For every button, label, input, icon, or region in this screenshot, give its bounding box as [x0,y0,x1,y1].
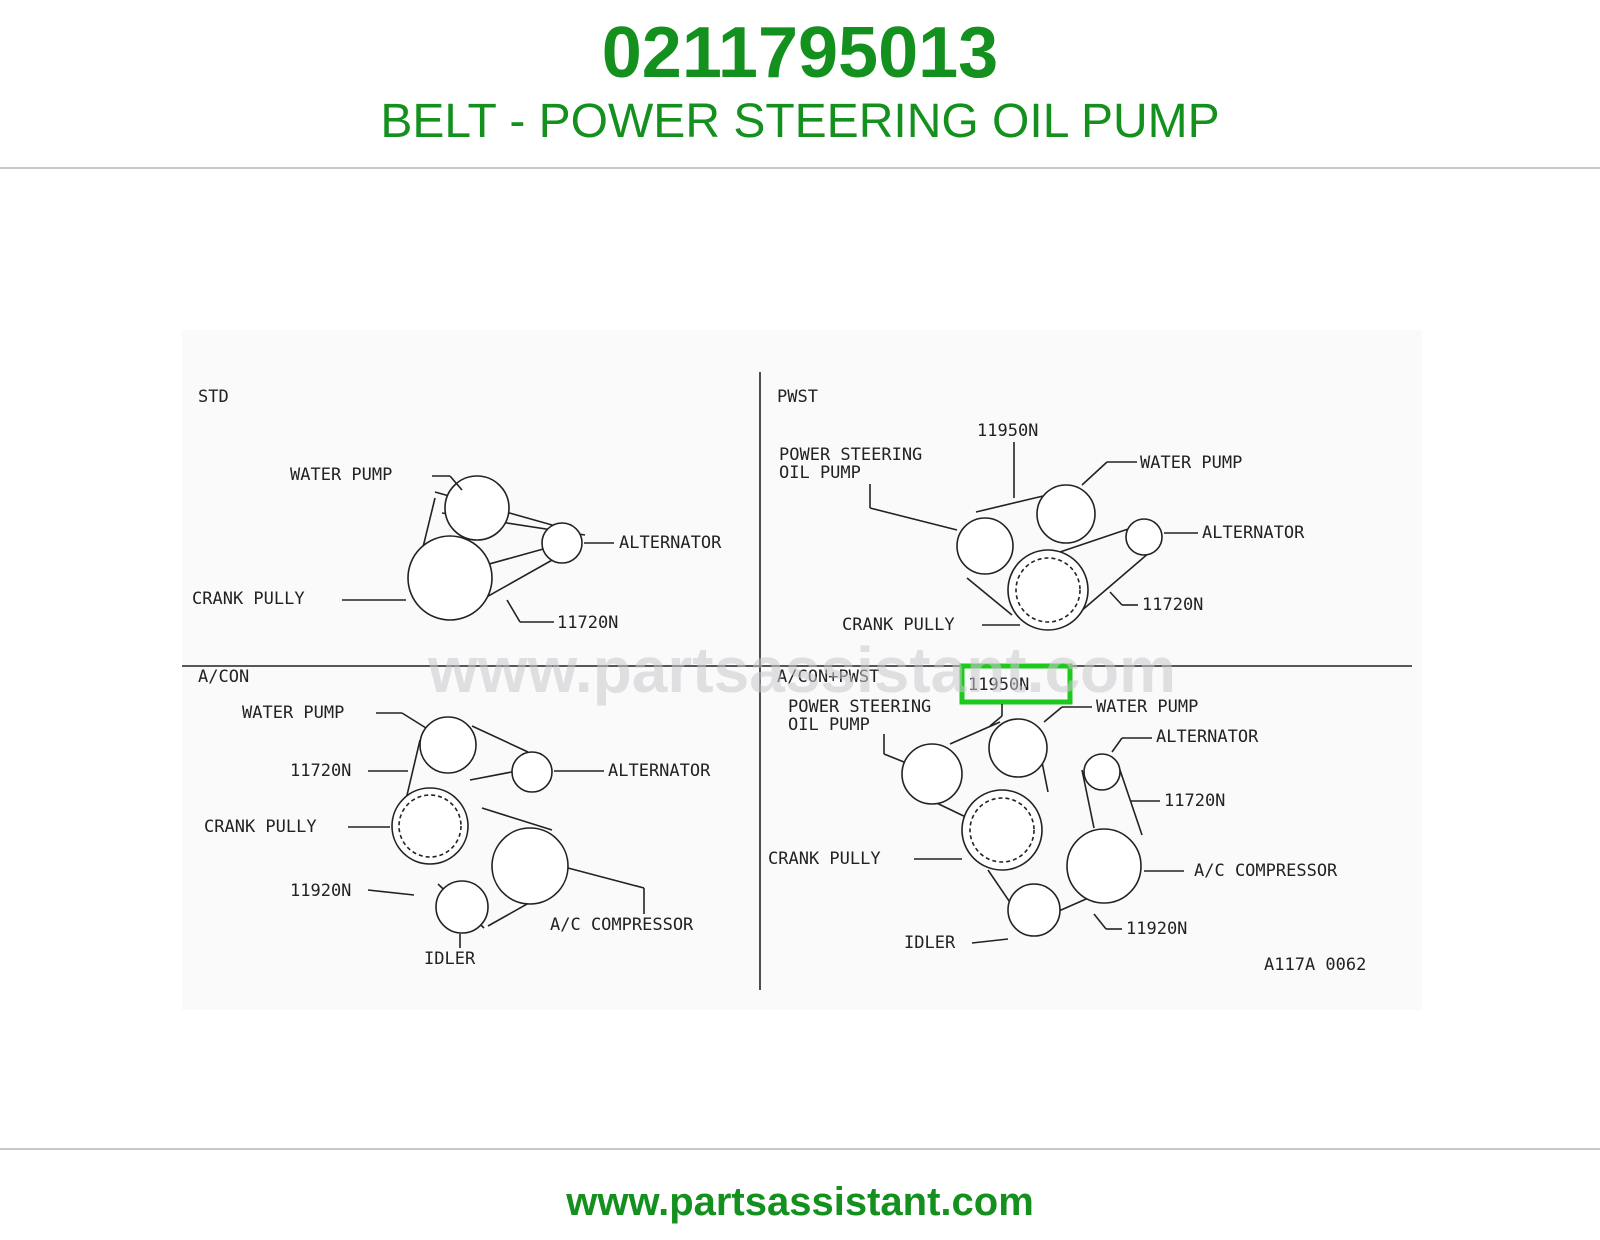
pwst-water-pump [1036,484,1096,544]
part-title: BELT - POWER STEERING OIL PUMP [380,95,1220,148]
quadrant-title-acon: A/CON [198,667,249,687]
std-label-crank-pully: CRANK PULLY [192,589,305,609]
acon-label-crank-pully: CRANK PULLY [204,817,317,837]
acon-label-ac-compressor: A/C COMPRESSOR [550,915,694,935]
std-label-alternator: ALTERNATOR [619,533,722,553]
acon-label-water-pump: WATER PUMP [242,703,344,723]
acon-label-idler: IDLER [424,949,476,969]
figure-code: A117A 0062 [1264,955,1366,975]
acon-alternator [511,751,553,793]
diagram-svg: STD WATER PUMP ALTERNATOR CRANK PULLY 11… [182,330,1422,1010]
aconpwst-label-ac-compressor: A/C COMPRESSOR [1194,861,1338,881]
pwst-label-alternator: ALTERNATOR [1202,523,1305,543]
footer-url-link[interactable]: www.partsassistant.com [566,1180,1034,1224]
pwst-alternator [1125,518,1163,556]
quadrant-std: STD WATER PUMP ALTERNATOR CRANK PULLY 11… [192,387,722,633]
aconpwst-label-belt-ac: 11920N [1126,919,1187,939]
aconpwst-label-water-pump: WATER PUMP [1096,697,1198,717]
header-divider [0,167,1600,169]
std-crank-pully [407,535,493,621]
pwst-label-water-pump: WATER PUMP [1140,453,1242,473]
aconpwst-label-idler: IDLER [904,933,956,953]
aconpwst-label-ps-pump-2: OIL PUMP [788,715,870,735]
acon-label-alternator: ALTERNATOR [608,761,711,781]
aconpwst-label-ps-pump-1: POWER STEERING [788,697,931,717]
aconpwst-water-pump [988,718,1048,778]
acon-ac-compressor [491,827,569,905]
quadrant-acon-pwst: A/CON+PWST 11950N POWER STEERING OIL PUM… [768,663,1338,953]
aconpwst-label-alternator: ALTERNATOR [1156,727,1259,747]
highlight-box [959,663,1073,705]
aconpwst-crank-pully [961,789,1043,871]
acon-idler [435,880,489,934]
footer-divider [0,1148,1600,1150]
acon-water-pump [419,716,477,774]
aconpwst-label-belt-ps: 11950N [968,675,1029,695]
std-water-pump [444,475,510,541]
aconpwst-ps-oil-pump [901,743,963,805]
diagram-background [182,330,1422,1010]
part-number: 0211795013 [601,13,999,93]
acon-label-belt-ac: 11920N [290,881,351,901]
aconpwst-label-crank-pully: CRANK PULLY [768,849,881,869]
acon-label-belt: 11720N [290,761,351,781]
aconpwst-alternator [1083,753,1121,791]
watermark: www.partsassistant.com [427,634,1176,706]
quadrant-pwst: PWST 11950N POWER STEERING OIL PUMP WATE… [777,387,1305,635]
pwst-label-crank-pully: CRANK PULLY [842,615,955,635]
std-label-belt: 11720N [557,613,618,633]
pwst-label-ps-pump-1: POWER STEERING [779,445,922,465]
quadrant-acon: A/CON WATER PUMP 11720N ALTERNATOR CRANK… [198,667,711,969]
belt-routing-diagram: STD WATER PUMP ALTERNATOR CRANK PULLY 11… [182,330,1422,1015]
aconpwst-label-belt: 11720N [1164,791,1225,811]
pwst-label-ps-pump-2: OIL PUMP [779,463,861,483]
pwst-label-belt: 11720N [1142,595,1203,615]
aconpwst-idler [1007,883,1061,937]
aconpwst-ac-compressor [1066,828,1142,904]
std-label-water-pump: WATER PUMP [290,465,392,485]
pwst-label-belt-ps: 11950N [977,421,1038,441]
page-header: 0211795013 BELT - POWER STEERING OIL PUM… [0,0,1600,170]
quadrant-title-std: STD [198,387,229,407]
pwst-ps-oil-pump [956,517,1014,575]
std-alternator [541,522,583,564]
pwst-crank-pully [1007,549,1089,631]
acon-crank-pully [391,787,469,865]
quadrant-title-acon-pwst: A/CON+PWST [777,667,879,687]
quadrant-title-pwst: PWST [777,387,818,407]
